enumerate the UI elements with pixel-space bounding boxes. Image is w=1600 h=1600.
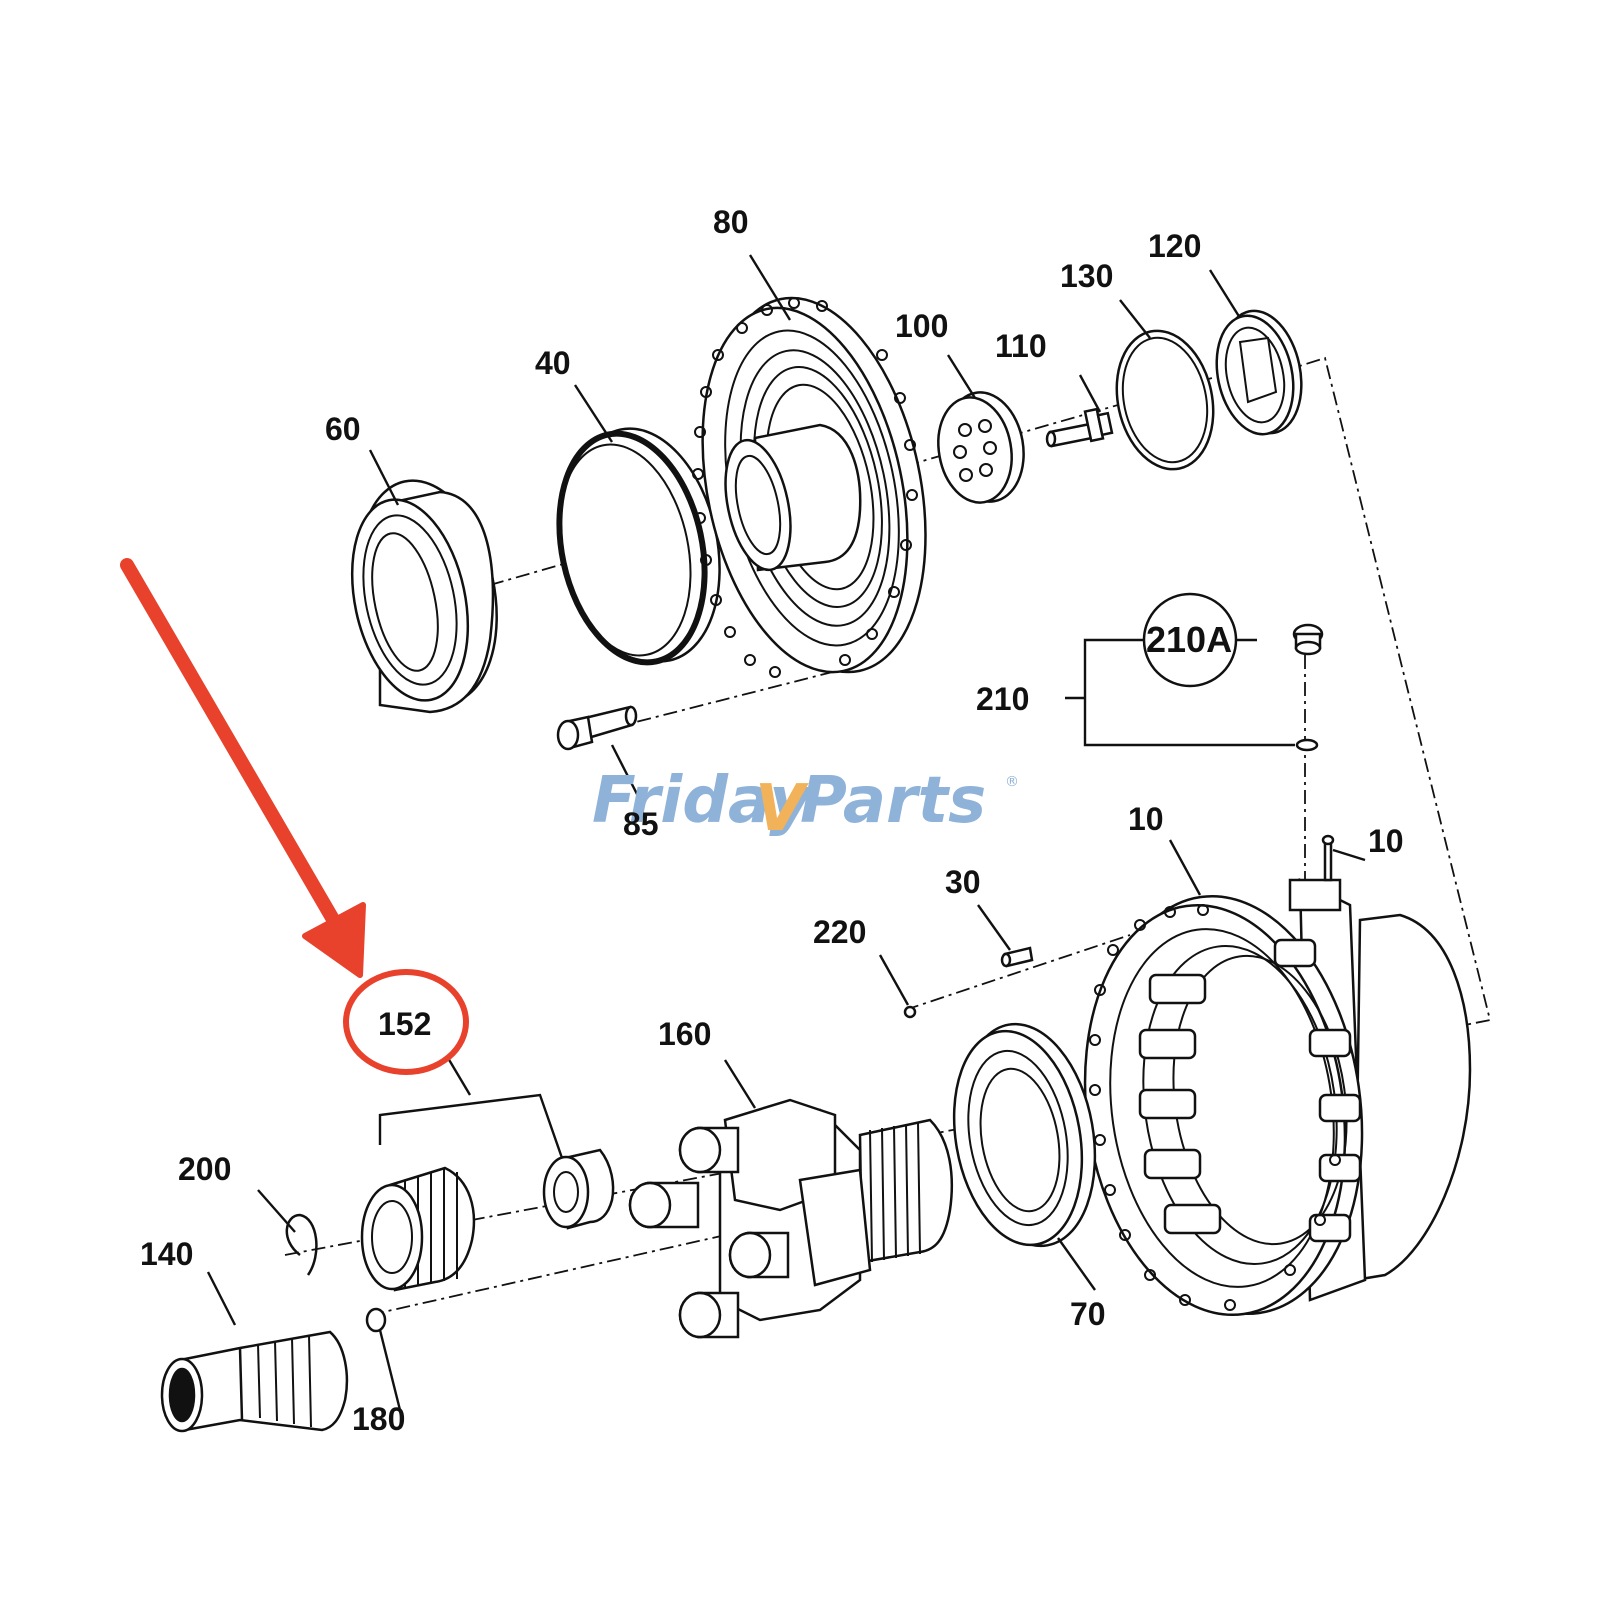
housing-teeth: [1138, 938, 1362, 1243]
watermark-text-1: Friday: [592, 764, 813, 838]
callout-200: 200: [178, 1151, 231, 1187]
watermark-registered-mark: ®: [1005, 774, 1019, 790]
callout-10-pin: 10: [1368, 823, 1404, 859]
leader-lines: [206, 254, 1366, 1411]
callout-labels: 80 40 60 100 110 130 120 210A 210 85 10 …: [140, 204, 1404, 1437]
callout-210: 210: [976, 681, 1029, 717]
callout-152: 152: [378, 1006, 431, 1042]
callout-10-housing: 10: [1128, 801, 1164, 837]
part-100-disc: [937, 391, 1025, 504]
callout-110: 110: [995, 328, 1047, 364]
part-70-bearing: [952, 1022, 1097, 1248]
part-140-shaft: [160, 1330, 349, 1433]
watermark-text-3: Parts: [800, 764, 986, 838]
callout-60: 60: [325, 411, 361, 447]
part-10-small-pin: [1323, 838, 1333, 882]
highlight-annotation: [120, 558, 469, 1075]
watermark-text-2: V: [755, 772, 809, 846]
part-180-ring: [365, 1307, 387, 1333]
part-152-gears: [360, 1148, 615, 1292]
part-120-cap: [1215, 309, 1303, 436]
callout-220: 220: [813, 914, 866, 950]
callout-140: 140: [140, 1236, 193, 1272]
callout-120: 120: [1148, 228, 1201, 264]
part-160-carrier: [628, 1098, 954, 1339]
callout-70: 70: [1070, 1296, 1106, 1332]
highlight-arrow-head: [302, 902, 366, 978]
callout-160: 160: [658, 1016, 711, 1052]
part-80-hub: [692, 296, 927, 678]
highlight-circle: [343, 969, 469, 1075]
planet-pins: [628, 1126, 790, 1339]
callout-85: 85: [623, 806, 659, 842]
callout-130: 130: [1060, 258, 1113, 294]
part-210-plug: [1065, 592, 1324, 752]
part-60-seal: [350, 479, 498, 714]
part-200-snap-ring: [285, 1213, 318, 1276]
hub-bolt-holes: [692, 297, 918, 678]
callout-180: 180: [352, 1401, 405, 1437]
housing-bolt-holes: [1089, 904, 1341, 1311]
part-130-o-ring: [1115, 329, 1215, 471]
part-110-pin: [1045, 407, 1114, 448]
callout-30: 30: [945, 864, 981, 900]
part-40-ring: [556, 427, 721, 666]
watermark-logo: Friday V Parts ®: [592, 764, 1019, 846]
part-85-bolt: [556, 705, 638, 751]
callout-210a: 210A: [1146, 619, 1232, 660]
callout-100: 100: [895, 308, 948, 344]
callout-40: 40: [535, 345, 571, 381]
part-220-nipple: [903, 1005, 917, 1019]
callout-80: 80: [713, 204, 749, 240]
highlight-arrow-shaft: [120, 558, 352, 947]
